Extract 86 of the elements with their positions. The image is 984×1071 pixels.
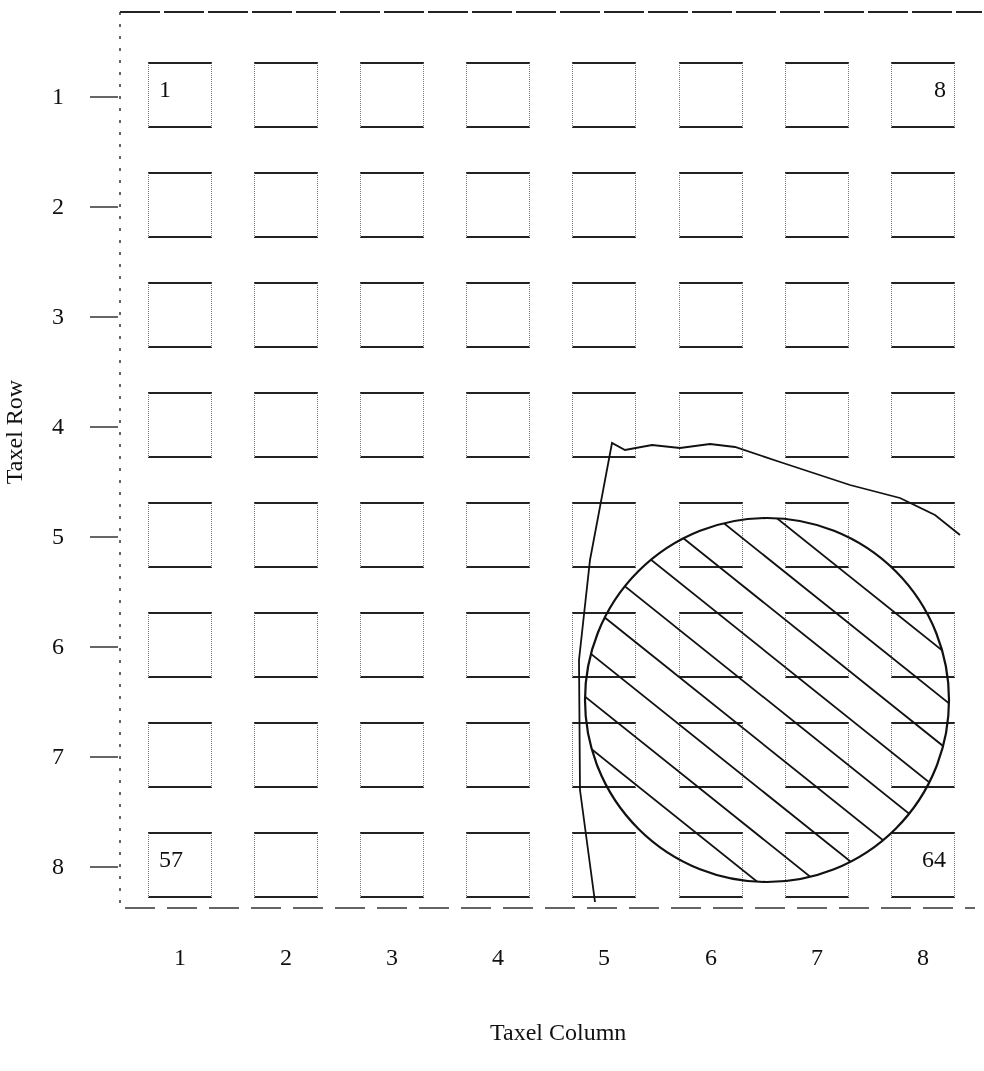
row-number: 3 <box>52 304 64 328</box>
column-number: 2 <box>280 945 292 969</box>
taxel-square <box>148 502 212 568</box>
taxel-square <box>572 832 636 898</box>
column-number: 6 <box>705 945 717 969</box>
taxel-square <box>572 62 636 128</box>
taxel-square <box>679 172 743 238</box>
taxel-square <box>785 832 849 898</box>
taxel-square <box>785 502 849 568</box>
taxel-square <box>891 392 955 458</box>
taxel-square <box>572 502 636 568</box>
taxel-square <box>466 392 530 458</box>
taxel-square <box>891 172 955 238</box>
taxel-square <box>360 832 424 898</box>
taxel-square <box>466 722 530 788</box>
taxel-number: 64 <box>922 846 946 873</box>
taxel-square <box>679 62 743 128</box>
column-number: 3 <box>386 945 398 969</box>
taxel-square <box>360 62 424 128</box>
column-number: 5 <box>598 945 610 969</box>
row-number: 4 <box>52 414 64 438</box>
taxel-square <box>572 392 636 458</box>
taxel-square <box>572 612 636 678</box>
taxel-square <box>466 282 530 348</box>
taxel-square <box>785 392 849 458</box>
taxel-square <box>148 832 212 898</box>
row-number: 6 <box>52 634 64 658</box>
taxel-square <box>466 832 530 898</box>
taxel-square <box>466 172 530 238</box>
axis-title: Taxel Row <box>2 379 27 485</box>
taxel-square <box>891 612 955 678</box>
taxel-square <box>148 282 212 348</box>
taxel-square <box>891 282 955 348</box>
taxel-square <box>254 612 318 678</box>
taxel-square <box>785 282 849 348</box>
taxel-square <box>254 62 318 128</box>
row-number: 1 <box>52 84 64 108</box>
taxel-square <box>254 392 318 458</box>
taxel-square <box>679 832 743 898</box>
taxel-square <box>254 282 318 348</box>
column-number: 8 <box>917 945 929 969</box>
taxel-square <box>254 502 318 568</box>
taxel-square <box>360 392 424 458</box>
taxel-square <box>891 502 955 568</box>
taxel-square <box>148 722 212 788</box>
taxel-square <box>785 722 849 788</box>
row-number: 7 <box>52 744 64 768</box>
taxel-square <box>466 502 530 568</box>
taxel-number: 8 <box>934 76 946 103</box>
taxel-square <box>679 282 743 348</box>
column-number: 7 <box>811 945 823 969</box>
row-number: 2 <box>52 194 64 218</box>
column-number: 1 <box>174 945 186 969</box>
taxel-square <box>679 392 743 458</box>
taxel-square <box>466 62 530 128</box>
row-number: 8 <box>52 854 64 878</box>
taxel-number: 57 <box>159 846 183 873</box>
taxel-square <box>785 612 849 678</box>
taxel-square <box>148 392 212 458</box>
taxel-square <box>679 612 743 678</box>
taxel-square <box>360 722 424 788</box>
taxel-square <box>891 62 955 128</box>
taxel-square <box>572 172 636 238</box>
taxel-number: 1 <box>159 76 171 103</box>
taxel-square <box>254 832 318 898</box>
taxel-square <box>572 722 636 788</box>
row-number: 5 <box>52 524 64 548</box>
taxel-square <box>679 502 743 568</box>
taxel-square <box>891 832 955 898</box>
taxel-square <box>891 722 955 788</box>
taxel-square <box>679 722 743 788</box>
taxel-square <box>148 172 212 238</box>
taxel-square <box>148 612 212 678</box>
taxel-square <box>360 172 424 238</box>
taxel-square <box>360 282 424 348</box>
taxel-square <box>785 172 849 238</box>
taxel-square <box>360 502 424 568</box>
taxel-square <box>148 62 212 128</box>
taxel-square <box>785 62 849 128</box>
taxel-square <box>572 282 636 348</box>
taxel-square <box>254 722 318 788</box>
taxel-square <box>360 612 424 678</box>
column-number: 4 <box>492 945 504 969</box>
axis-title: Taxel Column <box>490 1020 627 1044</box>
taxel-square <box>254 172 318 238</box>
taxel-square <box>466 612 530 678</box>
